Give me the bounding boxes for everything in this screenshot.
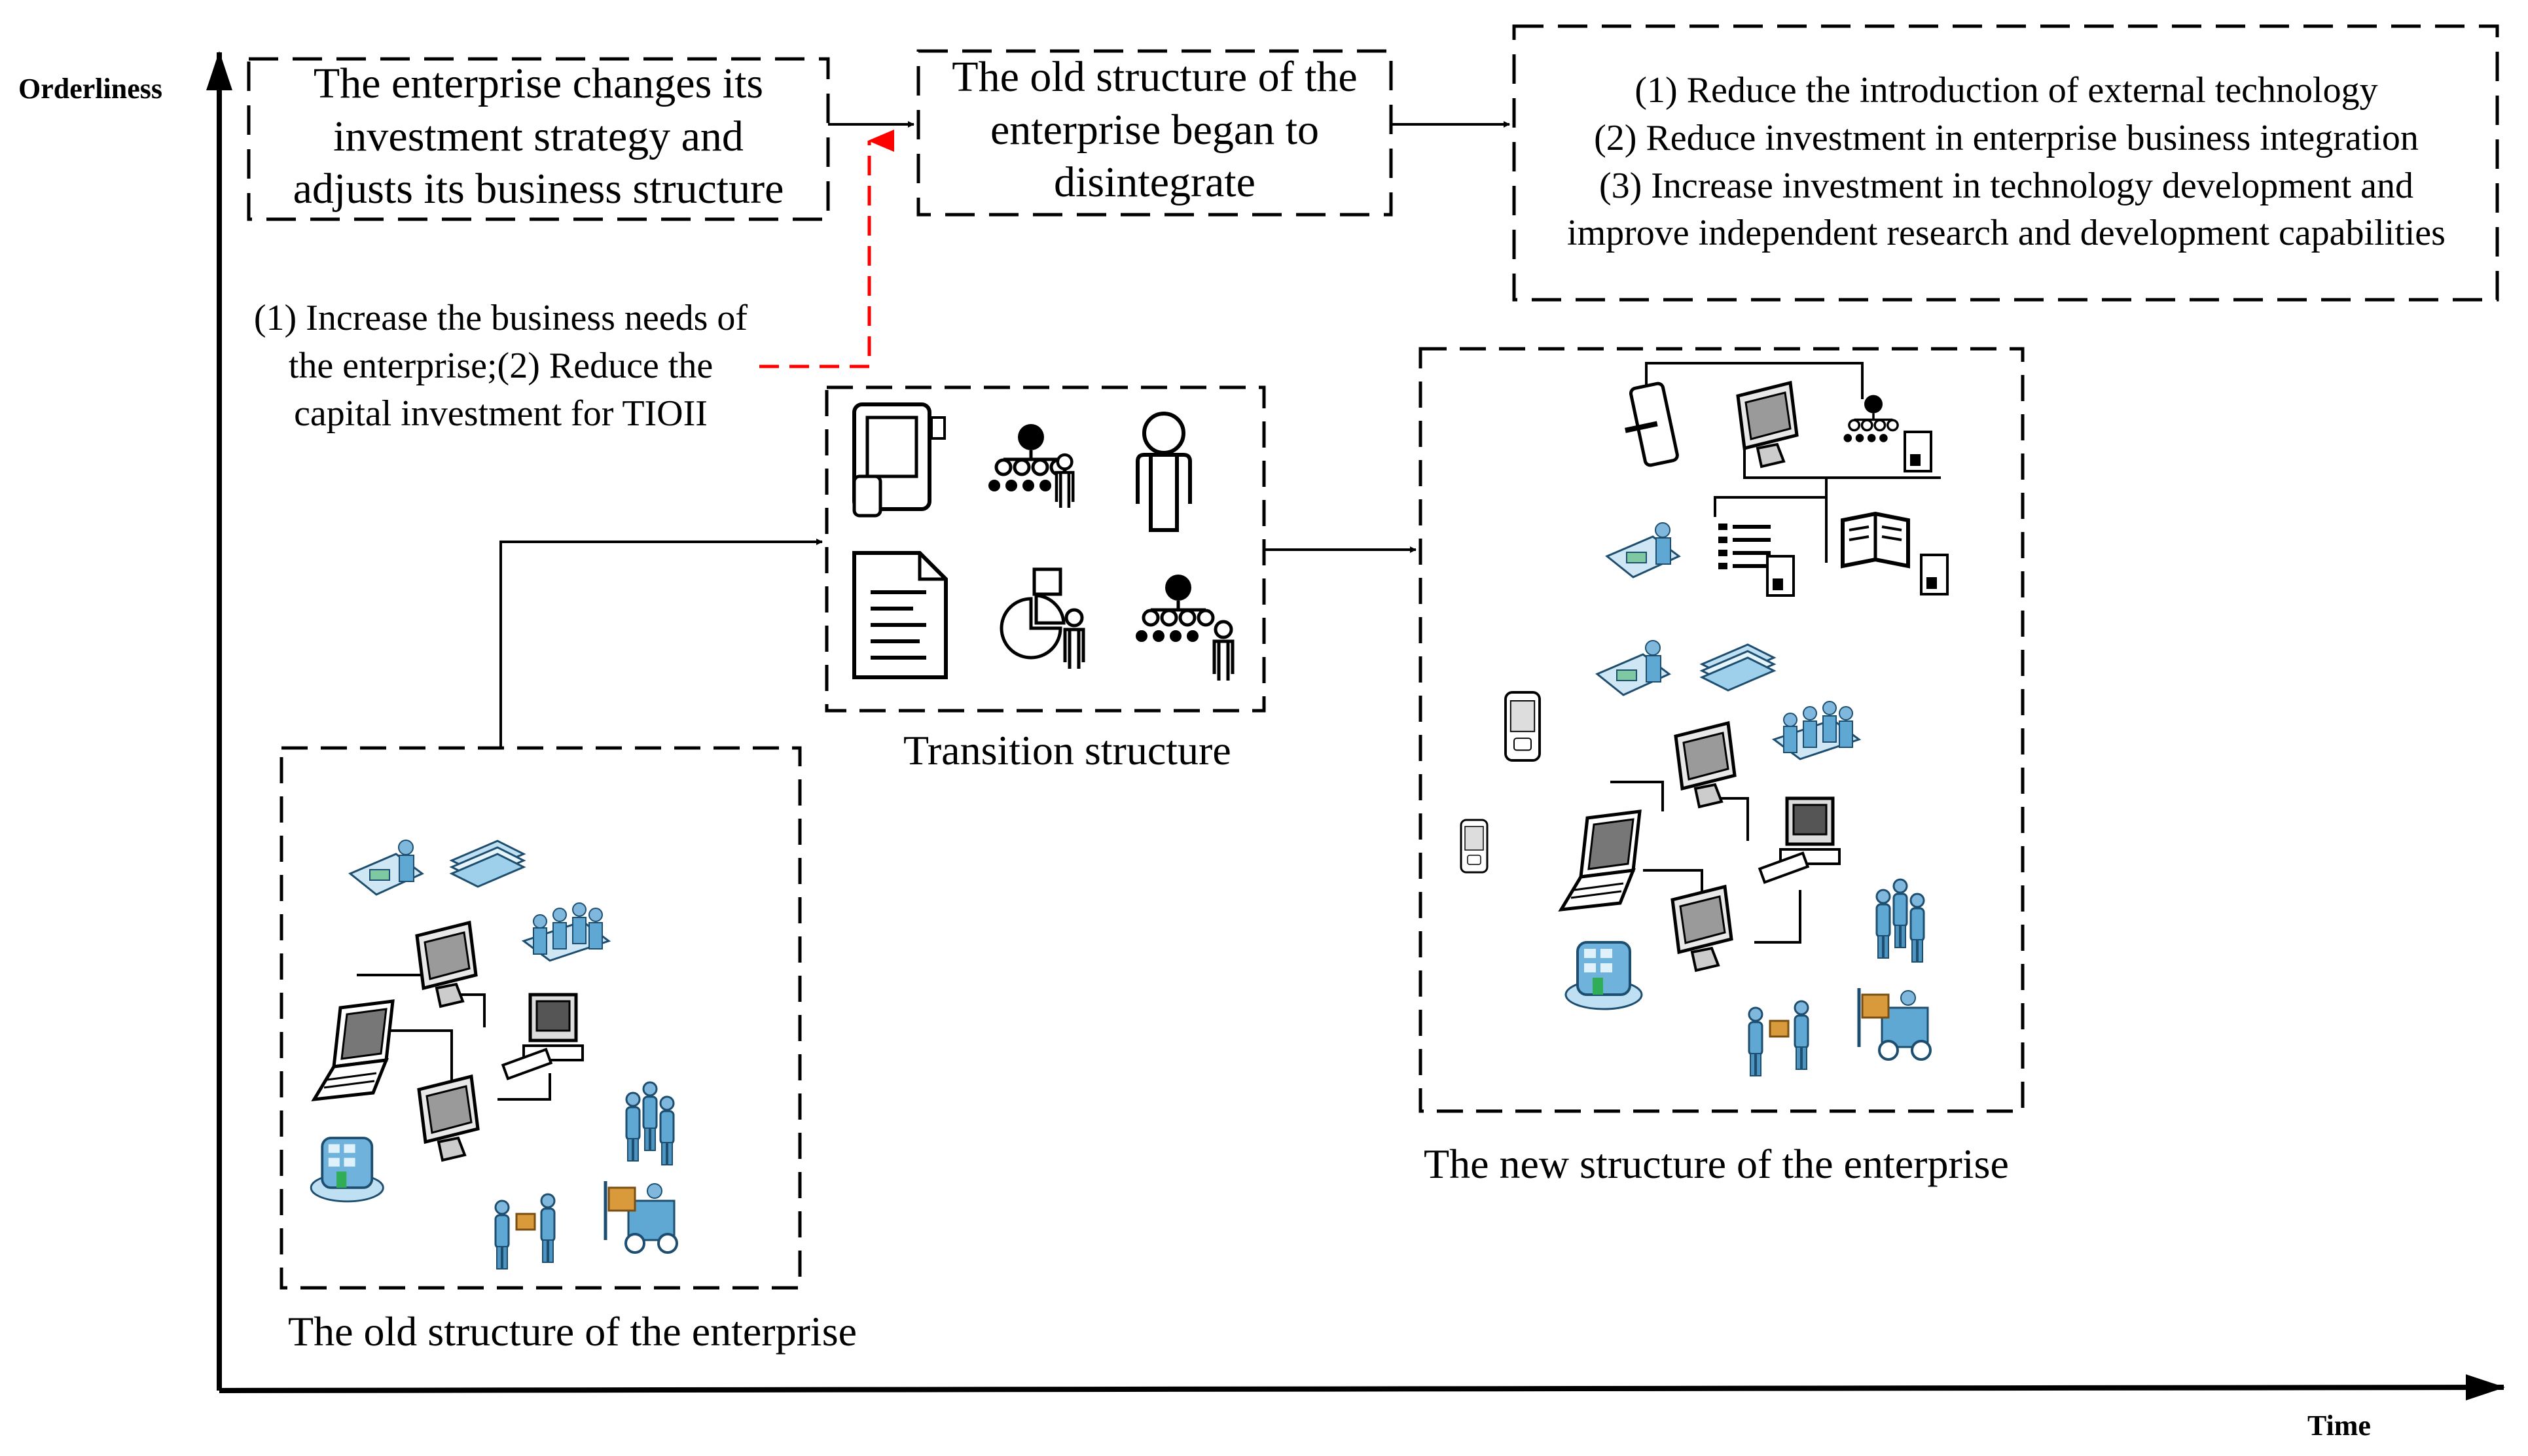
measure-2: (2) Reduce investment in enterprise busi…	[1594, 117, 2419, 158]
strategy-box	[247, 57, 830, 221]
condition-line-2: the enterprise;(2) Reduce the	[288, 345, 713, 386]
strategy-line-2: investment strategy and	[333, 112, 744, 160]
disintegrate-line-2: enterprise began to	[990, 105, 1320, 154]
condition-text: (1) Increase the business needs of the e…	[223, 294, 779, 437]
new-structure-box	[1418, 347, 2025, 1113]
strategy-text: The enterprise changes its investment st…	[255, 58, 822, 216]
measures-box	[1512, 24, 2499, 302]
new-structure-caption: The new structure of the enterprise	[1424, 1141, 2009, 1187]
measure-4: improve independent research and develop…	[1567, 213, 2446, 254]
condition-line-3: capital investment for TIOII	[294, 393, 708, 434]
x-axis-label: Time	[2307, 1410, 2371, 1442]
axes	[206, 51, 2505, 1401]
disintegrate-text: The old structure of the enterprise bega…	[923, 51, 1386, 209]
user-icon	[1136, 412, 1192, 532]
measure-1: (1) Reduce the introduction of external …	[1634, 70, 2378, 111]
old-structure-box	[280, 746, 802, 1290]
arrow-old-to-transition	[499, 539, 823, 748]
x-axis	[219, 1374, 2505, 1401]
transition-icons	[852, 402, 1233, 681]
old-structure-caption: The old structure of the enterprise	[288, 1308, 857, 1355]
pie-report-icon	[1000, 567, 1083, 669]
old-network	[310, 839, 677, 1269]
y-axis-label: Orderliness	[18, 73, 162, 105]
document-icon	[852, 551, 948, 679]
disintegrate-box	[916, 49, 1393, 217]
condition-arrow	[759, 130, 894, 368]
tablet-icon	[1625, 382, 1679, 467]
list-icon	[1718, 524, 1771, 569]
disintegrate-line-3: disintegrate	[1054, 158, 1255, 207]
transition-caption: Transition structure	[903, 727, 1231, 773]
measures-text: (1) Reduce the introduction of external …	[1519, 67, 2494, 257]
disintegrate-line-1: The old structure of the	[952, 53, 1358, 101]
new-network	[1460, 362, 1949, 1076]
pda-icon	[852, 402, 946, 518]
measure-3: (3) Increase investment in technology de…	[1598, 165, 2414, 206]
strategy-line-1: The enterprise changes its	[313, 60, 764, 107]
team-icon	[1136, 575, 1233, 681]
strategy-line-3: adjusts its business structure	[293, 165, 784, 213]
org-chart-icon	[988, 424, 1073, 508]
book-icon	[1841, 511, 1910, 569]
condition-line-1: (1) Increase the business needs of	[253, 298, 748, 338]
